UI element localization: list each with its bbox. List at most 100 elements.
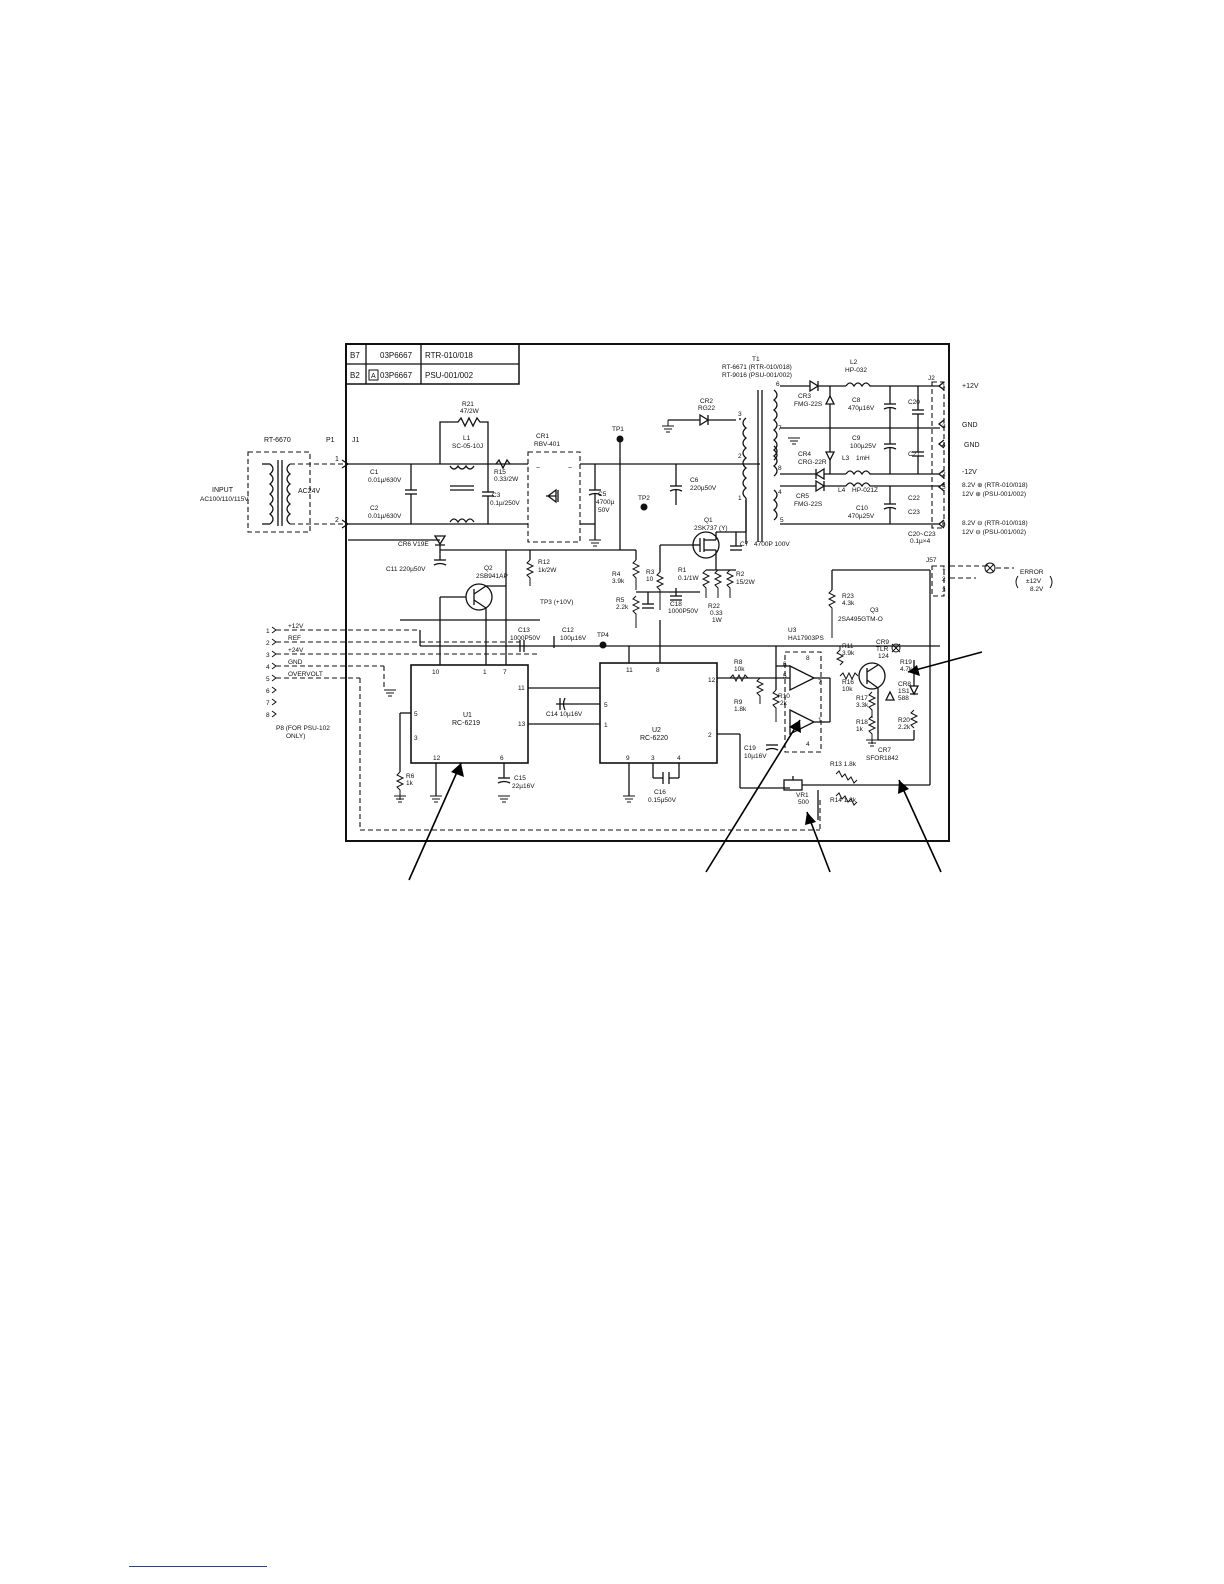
- r18-label: R18: [856, 719, 868, 726]
- q1-value: 2SK737 (Y): [694, 525, 728, 532]
- l4-value: HP-021Z: [852, 487, 878, 494]
- c18-value: 1000P50V: [668, 608, 699, 615]
- r2-value: 15/2W: [736, 579, 756, 586]
- c12-value: 100µ16V: [560, 635, 587, 642]
- r19-label: R19: [900, 659, 912, 666]
- r6-value: 1k: [406, 780, 414, 787]
- u1-ic: U1 RC-6219 10 1 7 11 5 3 13 12 6 R6 1k C…: [395, 664, 600, 800]
- jack-j1: J1: [352, 437, 360, 444]
- q3-value: 2SA495GTM-O: [838, 616, 883, 623]
- cr4-label: CR4: [798, 451, 811, 458]
- p8-pin-1: 1: [266, 628, 270, 635]
- r23-label: R23: [842, 593, 854, 600]
- r10-label: R10: [778, 693, 790, 700]
- r4-label: R4: [612, 571, 621, 578]
- r22-value-1: 0.33: [710, 610, 723, 617]
- input-transformer-label: RT-6670: [264, 437, 291, 444]
- t1-line-1: RT-6671 (RTR-010/018): [722, 364, 792, 371]
- j57-label: J57: [926, 557, 937, 564]
- j2-label-1: +12V: [962, 383, 979, 390]
- t1-label: T1: [752, 356, 760, 363]
- p8-pin-7: 7: [266, 700, 270, 707]
- r17-label: R17: [856, 695, 868, 702]
- svg-text:~: ~: [536, 465, 540, 472]
- c5-value-2: 50V: [598, 507, 610, 514]
- j2-label-4: GND: [964, 442, 980, 449]
- j2-label-6b: 12V ⊖ (PSU-001/002): [962, 529, 1026, 536]
- r10-value: 2k: [780, 700, 788, 707]
- output-section: L2 HP-032 CR3 FMG-22S C8 470µ16V CR4 CRG…: [780, 359, 945, 545]
- u1-pin-6: 6: [500, 755, 504, 762]
- r12-value: 1k/2W: [538, 567, 557, 574]
- u3-pin-1: 1: [818, 717, 822, 724]
- j57-pin-2: 2: [942, 576, 946, 583]
- c3-label: C3: [492, 492, 501, 499]
- tp3-label: TP3 (+10V): [540, 599, 573, 606]
- cr3-label: CR3: [798, 393, 811, 400]
- r13-label: R13 1.8k: [830, 761, 857, 768]
- arrow-r19: [907, 651, 983, 673]
- cr3-value: FMG-22S: [794, 401, 823, 408]
- c18-label: C18: [670, 601, 682, 608]
- table-model-2: PSU-001/002: [425, 371, 474, 380]
- c8-label: C8: [852, 397, 861, 404]
- u2-pin-4: 4: [677, 755, 681, 762]
- r23-value: 4.3k: [842, 600, 855, 607]
- c23-label: C23: [908, 509, 920, 516]
- revision-table: B7 03P6667 RTR-010/018 B2 A 03P6667 PSU-…: [345, 343, 520, 385]
- cr5-label: CR5: [796, 493, 809, 500]
- q1-label: Q1: [704, 517, 713, 524]
- u1-value: RC-6219: [452, 720, 480, 727]
- r1-value: 0.1/1W: [678, 575, 699, 582]
- cr4-value: CRG-22R: [798, 459, 827, 466]
- c16-value: 0.15µ50V: [648, 797, 677, 804]
- u1-pin-7: 7: [503, 669, 507, 676]
- u2-value: RC-6220: [640, 735, 668, 742]
- j2-pin-6: 6: [942, 521, 946, 528]
- l1-label: L1: [463, 435, 471, 442]
- p8-pin-5: 5: [266, 676, 270, 683]
- error-value-2: 8.2V: [1030, 586, 1044, 593]
- comparator-section: U3 HA17903PS 6 5 7 8 1 4 R8 10k R9 1.8k …: [729, 627, 930, 830]
- r9-value: 1.8k: [734, 706, 747, 713]
- u2-pin-3: 3: [651, 755, 655, 762]
- c15-value: 22µ16V: [512, 783, 535, 790]
- j2-label-5b: 12V ⊕ (PSU-001/002): [962, 491, 1026, 498]
- cr6-label: CR6 V19E: [398, 541, 429, 548]
- u2-ic: U2 RC-6220 11 8 12 5 1 2 9 3 4 C16 0.15µ…: [599, 620, 790, 804]
- j2-label-3: GND: [962, 422, 978, 429]
- c2-label: C2: [370, 505, 379, 512]
- u1-pin-1: 1: [483, 669, 487, 676]
- p8-pin-4: 4: [266, 664, 270, 671]
- c20-c23-label: C20~C23: [908, 531, 936, 538]
- u1-pin-11: 11: [518, 685, 525, 692]
- table-ref-1: B7: [350, 351, 360, 360]
- r21-label: R21: [462, 401, 474, 408]
- rectifier-section: CR1 RBV-401 ~ ~ C5 4700µ 50V TP1 TP2 C6 …: [527, 398, 760, 550]
- p8-label-1: +12V: [288, 623, 304, 630]
- c1-label: C1: [370, 469, 379, 476]
- c7-label: C7: [740, 541, 749, 548]
- c22-label: C22: [908, 495, 920, 502]
- r22-label: R22: [708, 603, 720, 610]
- switching-section: Q1 2SK737 (Y) C7 4700P 100V R3 10 R1 0.1…: [540, 500, 790, 649]
- cr9-value-1: TLR: [876, 646, 889, 653]
- u2-pin-1: 1: [604, 722, 608, 729]
- c21-label: C21: [908, 451, 920, 458]
- r15-value: 0.33/2W: [494, 476, 519, 483]
- c14-label: C14 10µ16V: [546, 711, 583, 718]
- u1-label: U1: [463, 712, 472, 719]
- vr1-value: 500: [798, 799, 809, 806]
- j2-pin-3: 3: [942, 423, 946, 430]
- c9-label: C9: [852, 435, 861, 442]
- cr1-value: RBV-401: [534, 441, 560, 448]
- transformer-t1: T1 RT-6671 (RTR-010/018) RT-9016 (PSU-00…: [722, 356, 792, 544]
- r9-label: R9: [734, 699, 743, 706]
- cr2-label: CR2: [700, 398, 713, 405]
- c13-label: C13: [518, 627, 530, 634]
- cr7-value: SFOR1842: [866, 755, 899, 762]
- c5-label: C5: [598, 491, 607, 498]
- l2-value: HP-032: [845, 367, 867, 374]
- r2-label: R2: [736, 571, 745, 578]
- l2-label: L2: [850, 359, 858, 366]
